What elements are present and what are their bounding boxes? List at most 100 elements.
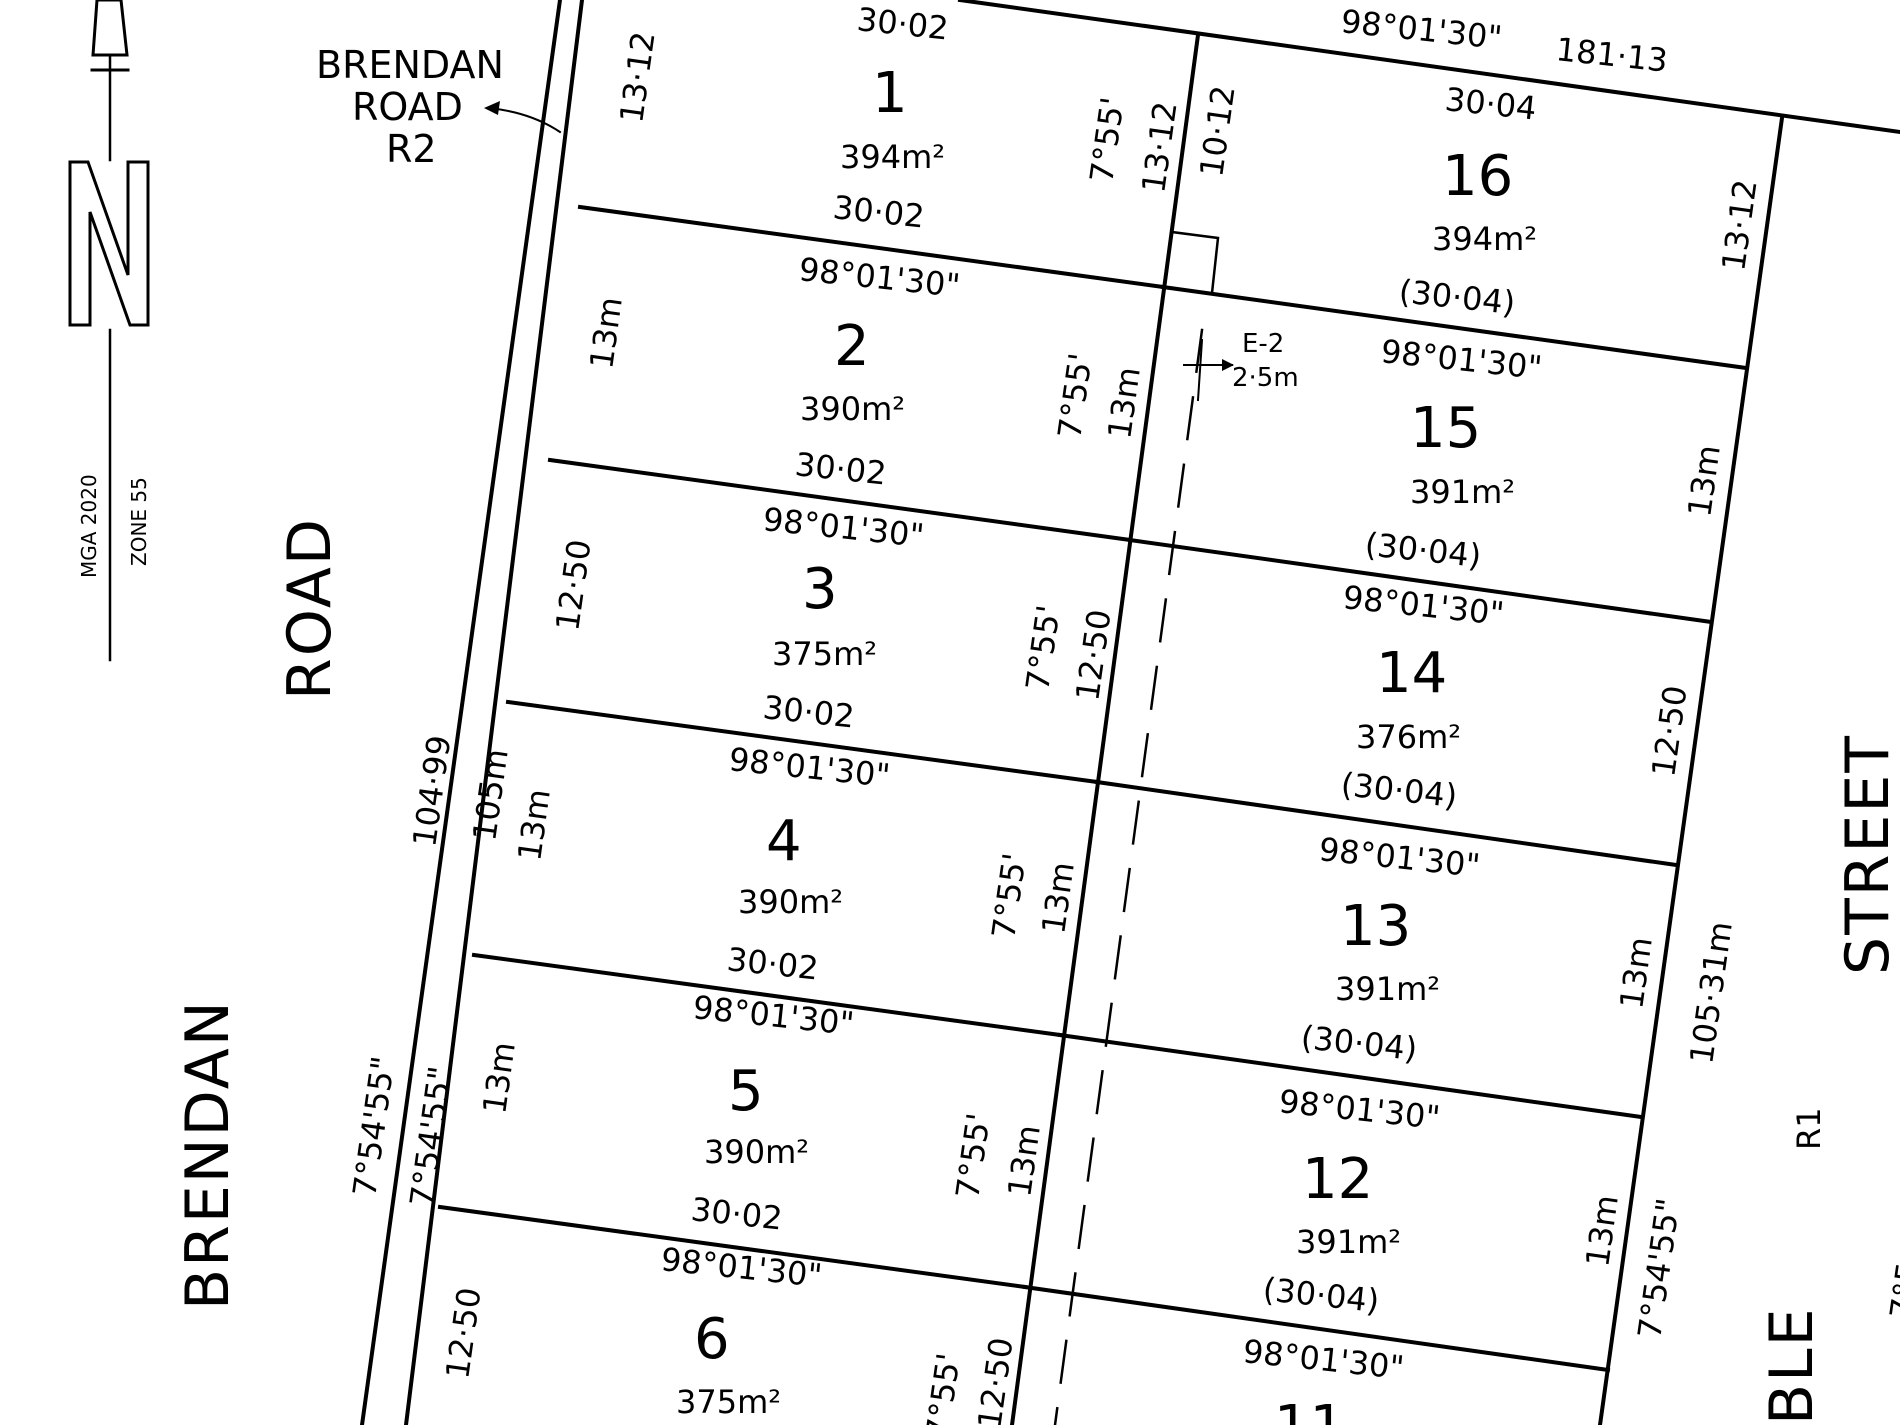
lot-area: 376m² xyxy=(1356,718,1461,756)
lot-west-distance: 13m xyxy=(582,295,630,371)
easement: E-2 2·5m xyxy=(1053,230,1299,1425)
lot-west-distance: 10·12 xyxy=(1192,83,1242,179)
lot-top-distance: 98°01'30" xyxy=(691,988,856,1043)
boundary-lines xyxy=(359,0,1900,1425)
lot-14[interactable]: 14 376m² 98°01'30" (30·04) 12·50 xyxy=(1339,578,1695,815)
lot-number: 15 xyxy=(1410,396,1481,461)
lot-bottom-distance: 30·02 xyxy=(761,688,856,735)
lot-east-distance: 13m xyxy=(1000,1123,1048,1199)
lot-west-distance: 12·50 xyxy=(548,537,598,633)
lot-top-distance: 98°01'30" xyxy=(1277,1082,1442,1137)
lot-16[interactable]: 16 394m² 30·04 (30·04) 10·12 13·12 xyxy=(1192,80,1764,322)
lot-west-distance: 13·12 xyxy=(612,29,662,125)
easement-id: E-2 xyxy=(1242,329,1284,359)
road-name-road: ROAD xyxy=(275,517,345,700)
lot-west-distance: 13m xyxy=(510,787,558,863)
lot-6[interactable]: 6 375m² 98°01'30" 12·50 7°55' 12·50 xyxy=(438,1240,1020,1425)
lot-13[interactable]: 13 391m² 98°01'30" (30·04) 13m xyxy=(1299,830,1660,1068)
lot-east-bearing: 7°55' xyxy=(1082,95,1132,185)
leader-arrow-icon xyxy=(484,101,500,115)
road-label-brendan: BRENDAN ROAD R2 xyxy=(316,43,562,171)
lot-number: 2 xyxy=(834,314,870,379)
lot-1[interactable]: 1 394m² 30·02 30·02 13·12 7°55' 13·12 xyxy=(612,0,1184,235)
lot-area: 390m² xyxy=(800,390,905,428)
lot-top-distance: 98°01'30" xyxy=(797,250,962,305)
lot-east-bearing: 7°55' xyxy=(1050,351,1100,441)
road-name-brendan: BRENDAN xyxy=(173,999,243,1310)
lot-number: 13 xyxy=(1340,894,1411,959)
road-name-ble: BLE xyxy=(1757,1307,1827,1425)
east-lot-lines xyxy=(1022,284,1749,1373)
lot-15[interactable]: 15 391m² 98°01'30" (30·04) 13m xyxy=(1363,332,1728,575)
east-total: 105·31m xyxy=(1682,919,1740,1066)
easement-arrow-icon xyxy=(1222,359,1234,371)
lot-5[interactable]: 5 390m² 98°01'30" 30·02 13m 7°55' 13m xyxy=(475,988,1048,1237)
west-total: 104·99 xyxy=(405,733,458,849)
road-label-line1: BRENDAN xyxy=(316,43,504,87)
lot-east-distance: 13m xyxy=(1680,443,1728,519)
road-reserve-line xyxy=(359,0,563,1425)
lot-area: 391m² xyxy=(1335,970,1440,1008)
lot-2[interactable]: 2 390m² 98°01'30" 30·02 13m 7°55' 13m xyxy=(582,250,1148,492)
north-letter: N xyxy=(0,0,15,5)
north-letter-glyph xyxy=(68,160,150,327)
north-bearing: 98°01'30" xyxy=(1339,2,1504,57)
lot-12[interactable]: 12 391m² 98°01'30" (30·04) 13m xyxy=(1261,1082,1626,1320)
north-total: 181·13 xyxy=(1554,30,1669,79)
north-arrow: MGA 2020 ZONE 55 N xyxy=(0,0,151,662)
lot-west-distance: 13m xyxy=(475,1040,523,1116)
lot-area: 394m² xyxy=(840,138,945,176)
east-boundary xyxy=(1597,115,1785,1425)
lot-top-distance: 98°01'30" xyxy=(659,1240,824,1295)
lot-east-bearing: 7°55' xyxy=(948,1111,998,1201)
lot-area: 390m² xyxy=(738,883,843,921)
lot-bottom-distance: (30·04) xyxy=(1339,765,1459,815)
lot-number: 6 xyxy=(694,1307,730,1372)
lot-east-distance: 13m xyxy=(1034,860,1082,936)
lot-area: 375m² xyxy=(676,1383,781,1421)
lot-area: 394m² xyxy=(1432,220,1537,258)
lot-top-distance: 30·04 xyxy=(1443,80,1538,127)
lot-east-distance: 13m xyxy=(1578,1193,1626,1269)
lot-top-distance: 98°01'30" xyxy=(1317,830,1482,885)
north-arrow-head xyxy=(91,0,129,57)
zone-label: ZONE 55 xyxy=(127,477,151,566)
lot-number: 12 xyxy=(1302,1147,1373,1212)
lot-4[interactable]: 4 390m² 98°01'30" 30·02 13m 7°55' 13m xyxy=(510,740,1082,987)
centre-boundary xyxy=(1009,32,1201,1425)
easement-width: 2·5m xyxy=(1232,363,1299,393)
east-bearing: 7°54'55" xyxy=(1630,1196,1687,1341)
north-boundary xyxy=(957,0,1900,135)
lot-east-distance: 13m xyxy=(1100,365,1148,441)
road-label-line3: R2 xyxy=(386,127,437,171)
lot-east-distance: 13·12 xyxy=(1714,177,1764,273)
lot-top-distance: 98°01'30" xyxy=(1241,1332,1406,1387)
lot-number: 14 xyxy=(1376,641,1447,706)
west-lot-lines xyxy=(437,204,1166,1290)
lot-number: 3 xyxy=(802,557,838,622)
road-name-street: STREET xyxy=(1833,734,1900,975)
datum-label: MGA 2020 xyxy=(77,474,101,578)
lot-west-distance: 12·50 xyxy=(438,1285,488,1381)
lot-bottom-distance: (30·04) xyxy=(1397,272,1517,322)
lot-top-distance: 98°01'30" xyxy=(1379,332,1544,387)
lot-east-bearing: 7°55' xyxy=(918,1351,968,1425)
lot-area: 391m² xyxy=(1296,1223,1401,1261)
lot-bottom-distance: (30·04) xyxy=(1261,1270,1381,1320)
west-bearing-a: 7°54'55" xyxy=(345,1054,402,1199)
lot-bottom-distance: (30·04) xyxy=(1299,1018,1419,1068)
east-bearing-cut: 7°5 xyxy=(1882,1260,1900,1321)
lot-area: 375m² xyxy=(772,635,877,673)
road-label-line2: ROAD xyxy=(352,85,463,129)
lot-11[interactable]: 11 98°01'30" xyxy=(1241,1332,1406,1425)
lot-bottom-distance: 30·02 xyxy=(831,188,926,235)
lot-number: 5 xyxy=(728,1059,764,1124)
lot-number: 16 xyxy=(1442,144,1513,209)
reserve-r1: R1 xyxy=(1790,1107,1828,1150)
lot-3[interactable]: 3 375m² 98°01'30" 30·02 12·50 7°55' 12·5… xyxy=(548,500,1118,735)
lot-top-distance: 30·02 xyxy=(855,0,950,47)
lot-top-distance: 98°01'30" xyxy=(1341,578,1506,633)
easement-dashed-line xyxy=(1053,328,1204,1425)
lot-bottom-distance: 30·02 xyxy=(725,940,820,987)
